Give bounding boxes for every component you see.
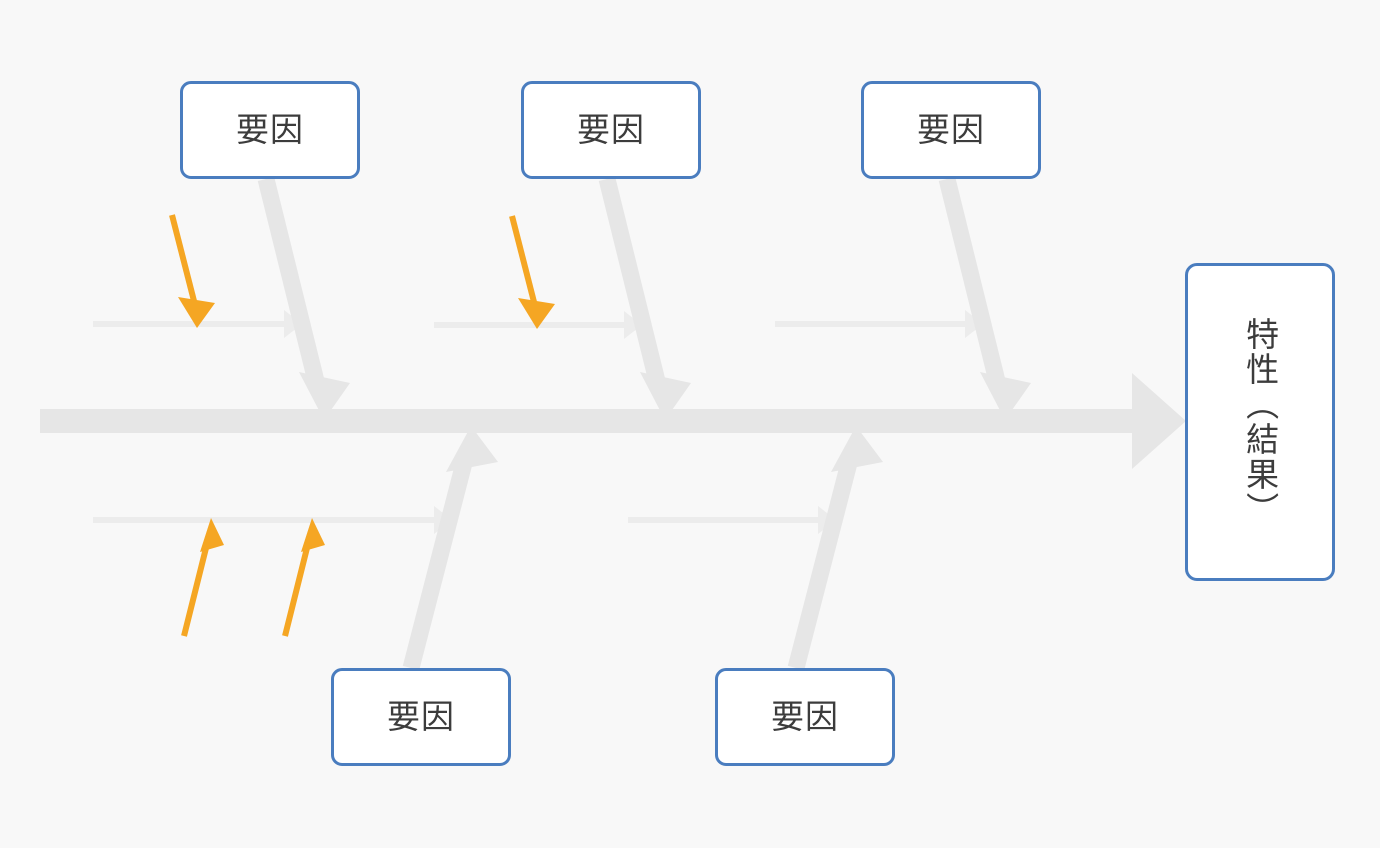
- bone-top-1: [257, 176, 350, 420]
- bone-top-3: [938, 176, 1031, 420]
- sub-bone-top-3: [775, 310, 983, 338]
- factor-box-bottom-1[interactable]: 要因: [331, 668, 511, 766]
- factor-box-top-2[interactable]: 要因: [521, 81, 701, 179]
- factor-box-top-3[interactable]: 要因: [861, 81, 1041, 179]
- factor-box-top-1[interactable]: 要因: [180, 81, 360, 179]
- effect-label: 特性（結果）: [1240, 317, 1280, 527]
- factor-label: 要因: [771, 697, 839, 737]
- bone-bottom-2: [787, 426, 883, 671]
- factor-label: 要因: [917, 110, 985, 150]
- highlight-arrow-3: [181, 518, 224, 637]
- factor-label: 要因: [387, 697, 455, 737]
- main-spine-arrow: [40, 373, 1186, 469]
- factor-label: 要因: [236, 110, 304, 150]
- sub-bone-top-2: [434, 311, 642, 339]
- sub-bone-top-1: [93, 310, 302, 338]
- highlight-arrow-1: [169, 214, 215, 328]
- bone-bottom-1: [402, 426, 498, 671]
- factor-label: 要因: [577, 110, 645, 150]
- factor-box-bottom-2[interactable]: 要因: [715, 668, 895, 766]
- sub-bone-bottom-2: [628, 506, 836, 534]
- effect-box[interactable]: 特性（結果）: [1185, 263, 1335, 581]
- bone-top-2: [598, 176, 691, 420]
- highlight-arrow-4: [282, 518, 325, 637]
- sub-bone-bottom-1: [93, 506, 452, 534]
- highlight-arrow-2: [509, 215, 555, 329]
